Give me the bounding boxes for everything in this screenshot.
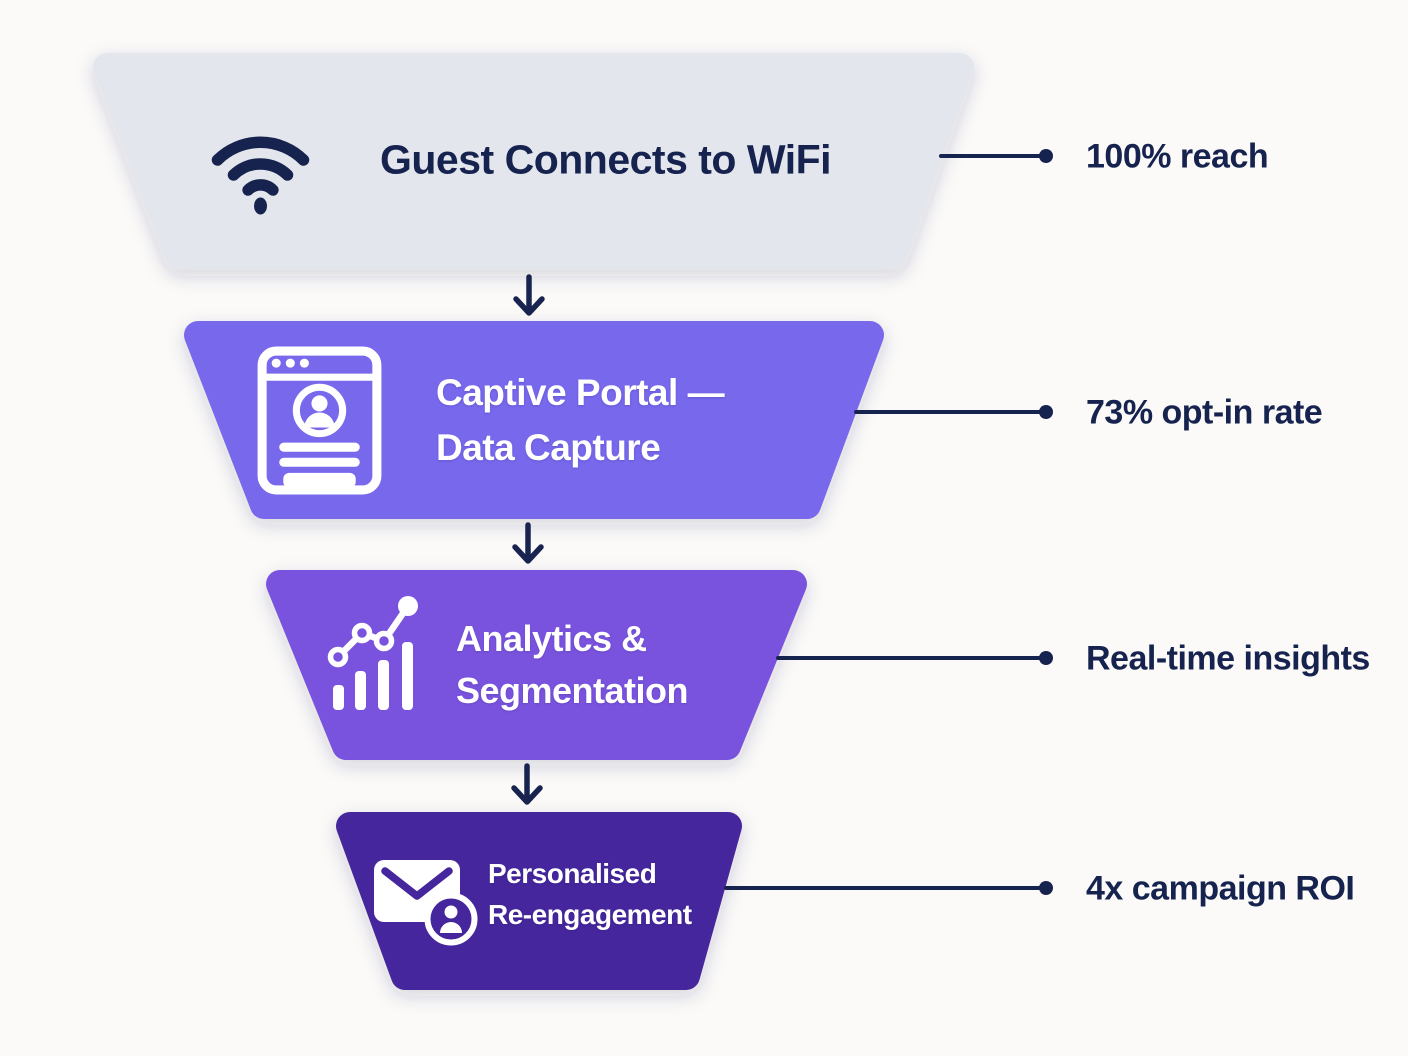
connector-line-3 (776, 651, 1053, 665)
stage-2-label-line2: Data Capture (436, 427, 661, 468)
wifi-icon (211, 136, 310, 215)
down-arrow-icon-1 (513, 274, 545, 316)
user-badge-icon (424, 892, 478, 946)
connector-dot-3 (1039, 651, 1053, 665)
stage-2-label-line1: Captive Portal — (436, 372, 725, 413)
metric-label-roi: 4x campaign ROI (1086, 869, 1355, 908)
stage-3-label-line2: Segmentation (456, 670, 689, 711)
metric-label-reach: 100% reach (1086, 137, 1269, 176)
user-avatar-icon (292, 383, 347, 438)
metric-label-optin: 73% opt-in rate (1086, 393, 1323, 432)
analytics-chart-icon (327, 596, 418, 710)
stage-1-label-line: Guest Connects to WiFi (380, 136, 832, 183)
stage-3-label: Analytics & Segmentation (456, 613, 689, 717)
connector-line-1 (939, 149, 1053, 163)
connector-dot-1 (1039, 149, 1053, 163)
down-arrow-icon-2 (512, 522, 544, 564)
stage-4-label-line1: Personalised (488, 858, 657, 889)
stage-4-label-line2: Re-engagement (488, 899, 692, 930)
stage-3-label-line1: Analytics & (456, 618, 647, 659)
stage-1-label: Guest Connects to WiFi (380, 136, 832, 184)
connector-dot-4 (1039, 881, 1053, 895)
stage-4-label: Personalised Re-engagement (488, 853, 692, 935)
down-arrow-icon-3 (511, 763, 543, 805)
stage-2-label: Captive Portal — Data Capture (436, 365, 725, 475)
portal-form-icon (257, 346, 382, 495)
connector-dot-2 (1039, 405, 1053, 419)
metric-label-insights: Real-time insights (1086, 639, 1370, 678)
connector-line-2 (854, 405, 1053, 419)
email-user-icon (374, 860, 478, 946)
connector-line-4 (724, 881, 1053, 895)
funnel-stage-1-shape (93, 53, 974, 270)
